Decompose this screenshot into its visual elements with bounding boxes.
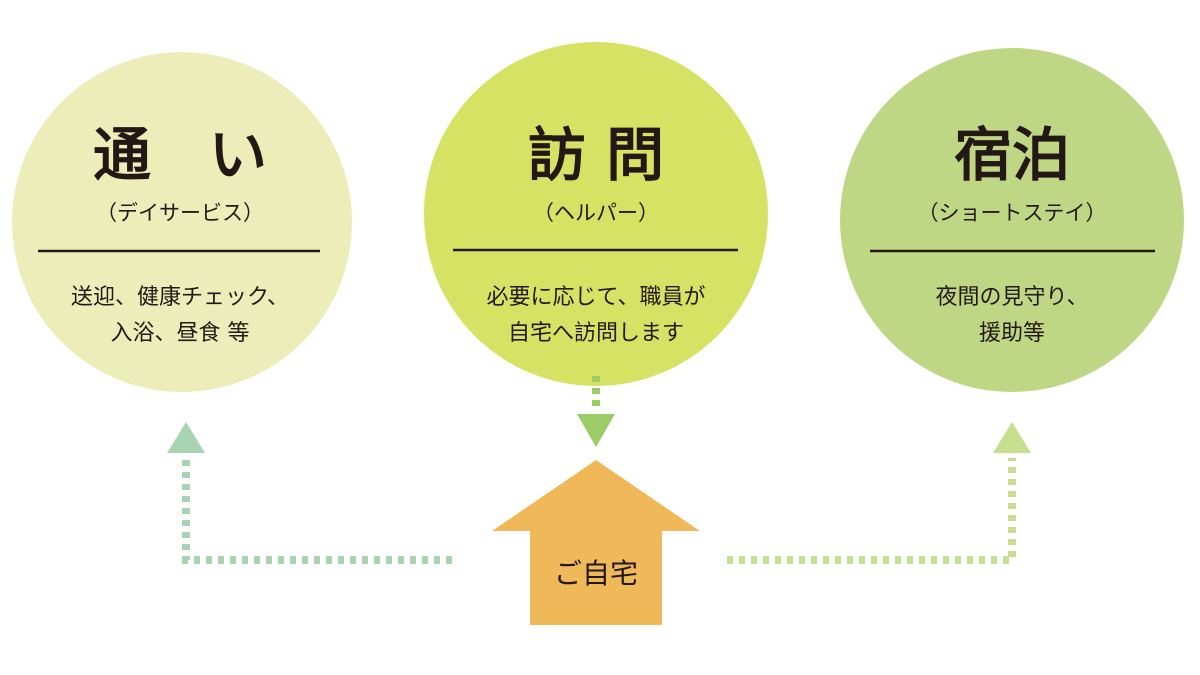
service-description: 援助等	[979, 321, 1045, 346]
home-house: ご自宅	[492, 460, 700, 625]
arrow-head-up	[993, 422, 1031, 453]
arrow-head-up	[167, 422, 205, 453]
service-subtitle: （デイサービス）	[96, 201, 264, 225]
arrow-helper-to-home	[577, 376, 615, 447]
service-subtitle: （ヘルパー）	[533, 201, 659, 225]
service-description: 夜間の見守り、	[935, 285, 1088, 310]
service-description: 入浴、昼食 等	[111, 321, 250, 346]
service-helper: 訪 問 （ヘルパー） 必要に応じて、職員が 自宅へ訪問します	[424, 42, 768, 386]
service-title: 宿泊	[954, 121, 1070, 189]
dotted-line	[727, 458, 1016, 564]
service-title: 通 い	[93, 121, 267, 189]
circle-day-service	[12, 52, 352, 392]
arrow-head-down	[577, 414, 615, 447]
home-label: ご自宅	[554, 557, 638, 590]
service-title: 訪 問	[528, 121, 664, 189]
service-description: 自宅へ訪問します	[508, 321, 684, 346]
house-icon	[492, 460, 700, 625]
service-short-stay: 宿泊 （ショートステイ） 夜間の見守り、 援助等	[840, 48, 1184, 392]
dotted-line	[182, 458, 452, 564]
service-description: 送迎、健康チェック、	[71, 285, 289, 310]
circle-helper	[424, 42, 768, 386]
service-subtitle: （ショートステイ）	[918, 201, 1107, 225]
service-day-service: 通 い （デイサービス） 送迎、健康チェック、 入浴、昼食 等	[12, 52, 352, 392]
arrow-to-short-stay	[727, 422, 1031, 564]
arrow-to-day-service	[167, 422, 452, 564]
service-description: 必要に応じて、職員が	[487, 285, 706, 310]
circle-short-stay	[840, 48, 1184, 392]
